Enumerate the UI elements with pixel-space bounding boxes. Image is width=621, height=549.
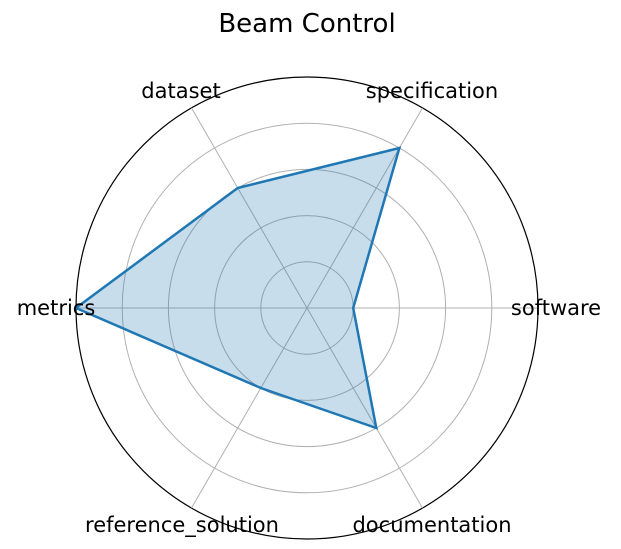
axis-label-software: software [511,296,601,320]
series-line [73,146,402,430]
spoke-line [191,307,308,509]
axis-label-specification: specification [366,79,498,103]
data-series [73,146,402,430]
axis-label-reference-solution: reference_solution [85,513,279,538]
axis-labels: software specification dataset metrics refer… [17,79,601,538]
axis-label-metrics: metrics [17,296,96,320]
series-fill [76,148,400,428]
spoke-line [306,307,423,509]
axis-label-dataset: dataset [141,79,220,103]
chart-title: Beam Control [218,9,395,39]
spoke-line [191,107,308,309]
axis-label-documentation: documentation [352,513,511,537]
spoke-line [306,107,423,309]
